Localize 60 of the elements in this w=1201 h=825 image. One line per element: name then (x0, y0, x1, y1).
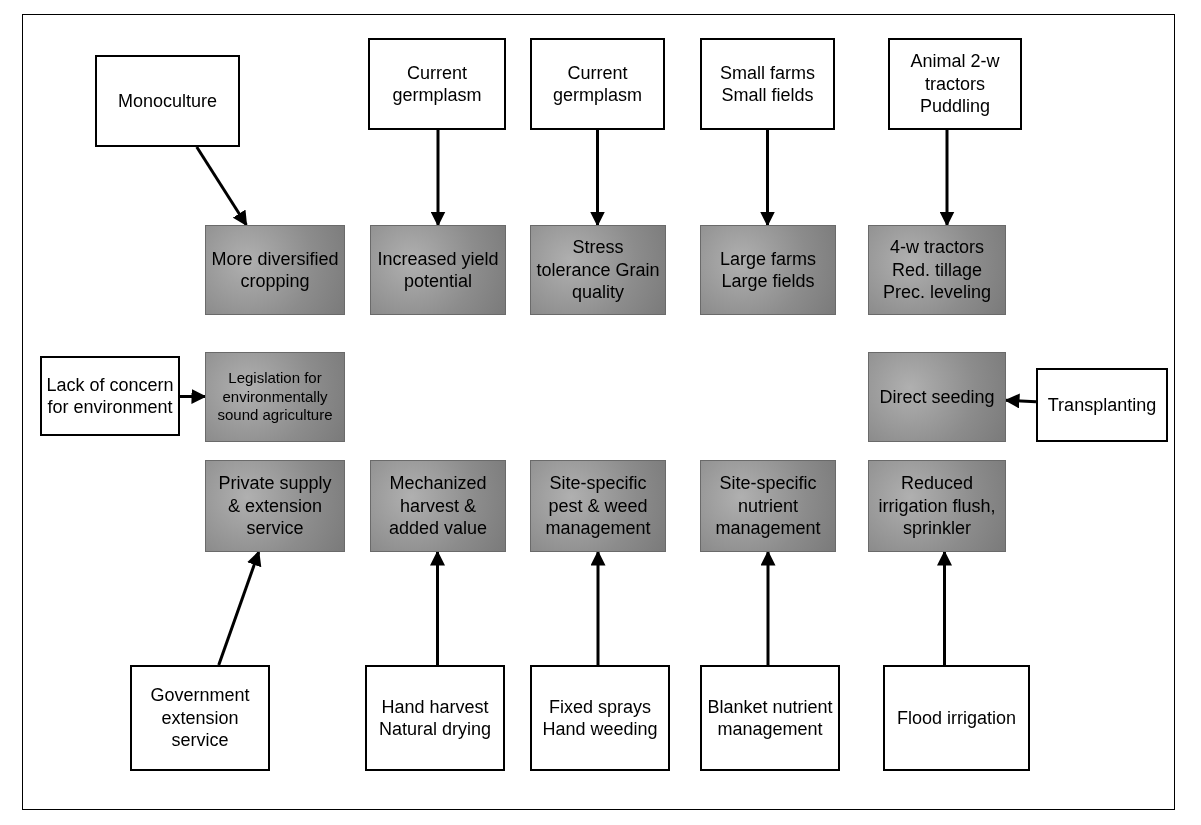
box-text: Stress tolerance Grain quality (535, 236, 661, 304)
arrow (1004, 393, 1037, 409)
text-box (700, 665, 840, 771)
text-box (888, 38, 1022, 130)
arrow (590, 130, 605, 227)
box-text: More diversified cropping (210, 247, 340, 293)
box-text: Current germplasm (552, 61, 643, 107)
text-box (40, 356, 180, 436)
arrow (217, 550, 262, 666)
text-box (95, 55, 240, 147)
arrow (180, 389, 207, 404)
box-text: Fixed sprays Hand weeding (541, 695, 659, 741)
shaded-box (205, 460, 345, 552)
box-text: Flood irrigation (896, 706, 1017, 730)
shaded-box (205, 225, 345, 315)
shaded-box (205, 352, 345, 442)
box-text: Animal 2-w tractors Puddling (909, 50, 1001, 118)
box-text: Current germplasm (391, 61, 483, 107)
arrow (430, 130, 446, 227)
box-text: Blanket nutrient management (706, 695, 834, 741)
box-text: Increased yield potential (376, 247, 500, 293)
arrow (590, 550, 606, 665)
text-box (368, 38, 506, 130)
box-text: Site-specific pest & weed management (544, 472, 652, 540)
shaded-box (530, 225, 666, 315)
shaded-box (868, 460, 1006, 552)
text-box (883, 665, 1030, 771)
arrow (760, 550, 776, 665)
box-text: Direct seeding (879, 385, 995, 409)
box-text: Site-specific nutrient management (714, 472, 822, 540)
arrow (195, 146, 248, 227)
shaded-box (530, 460, 666, 552)
text-box (365, 665, 505, 771)
arrow (937, 550, 952, 665)
box-text: Monoculture (117, 89, 218, 113)
text-box (530, 665, 670, 771)
text-box (700, 38, 835, 130)
box-text: Hand harvest Natural drying (377, 695, 493, 741)
box-text: 4-w tractors Red. tillage Prec. leveling (881, 236, 993, 304)
box-text: Small farms Small fields (719, 61, 816, 107)
box-text: Mechanized harvest & added value (387, 472, 489, 540)
box-text: Government extension service (149, 684, 251, 752)
box-text: Reduced irrigation flush, sprinkler (877, 472, 997, 540)
text-box (530, 38, 665, 130)
shaded-box (370, 225, 506, 315)
shaded-box (700, 225, 836, 315)
arrow (430, 550, 445, 665)
shaded-box (370, 460, 506, 552)
shaded-box (868, 352, 1006, 442)
box-text: Transplanting (1047, 393, 1157, 417)
arrow (760, 130, 775, 227)
box-text: Lack of concern for environment (46, 373, 174, 419)
text-box (130, 665, 270, 771)
shaded-box (700, 460, 836, 552)
box-text: Private supply & extension service (217, 472, 333, 540)
arrow (939, 130, 955, 227)
text-box (1036, 368, 1168, 442)
box-text: Large farms Large fields (718, 247, 817, 293)
shaded-box (868, 225, 1006, 315)
box-text: Legislation for environmentally sound agriculture (216, 368, 334, 426)
